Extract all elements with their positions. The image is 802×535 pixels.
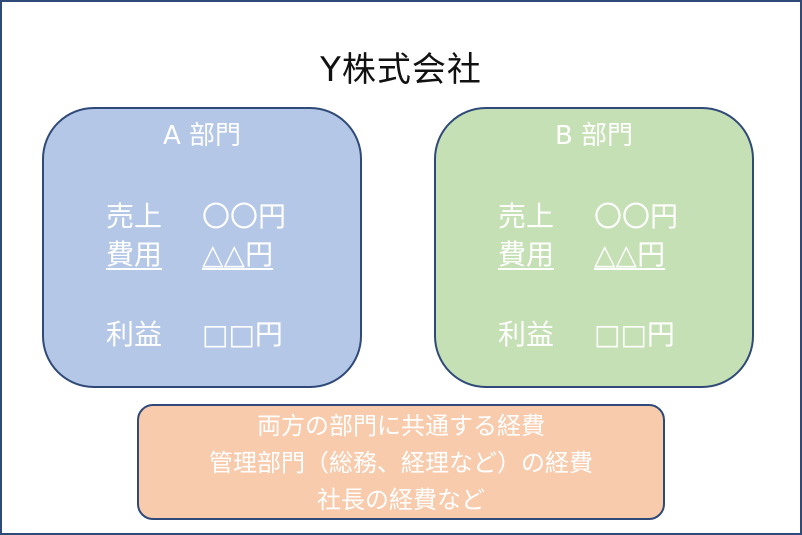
cost-label: 費用 [498, 238, 555, 271]
common-expenses-line: 社長の経費など [317, 486, 485, 514]
department-b-profit: 利益 □□円 [498, 313, 675, 353]
sales-label: 売上 [498, 200, 555, 233]
department-b-name: B 部門 [554, 121, 634, 151]
profit-value: □□円 [202, 318, 283, 351]
department-a-cost: 費用 △△円 [106, 233, 273, 273]
department-a-sales: 売上 〇〇円 [106, 195, 286, 235]
common-expenses-line: 両方の部門に共通する経費 [257, 412, 545, 440]
department-a-box: A 部門 売上 〇〇円 費用 △△円 利益 □□円 [42, 107, 362, 388]
cost-value: △△円 [594, 238, 666, 271]
department-b-sales: 売上 〇〇円 [498, 195, 678, 235]
profit-label: 利益 [498, 318, 555, 351]
sales-value: 〇〇円 [594, 200, 679, 233]
department-a-profit: 利益 □□円 [106, 313, 283, 353]
sales-value: 〇〇円 [202, 200, 287, 233]
sales-label: 売上 [106, 200, 163, 233]
common-expenses-line: 管理部門（総務、経理など）の経費 [209, 449, 593, 477]
department-a-name: A 部門 [162, 121, 242, 151]
cost-value: △△円 [202, 238, 274, 271]
department-b-cost: 費用 △△円 [498, 233, 665, 273]
cost-label: 費用 [106, 238, 163, 271]
profit-value: □□円 [594, 318, 675, 351]
department-b-box: B 部門 売上 〇〇円 費用 △△円 利益 □□円 [434, 107, 754, 388]
common-expenses-box: 両方の部門に共通する経費 管理部門（総務、経理など）の経費 社長の経費など [137, 404, 665, 520]
company-title: Y株式会社 [320, 50, 482, 90]
profit-label: 利益 [106, 318, 163, 351]
